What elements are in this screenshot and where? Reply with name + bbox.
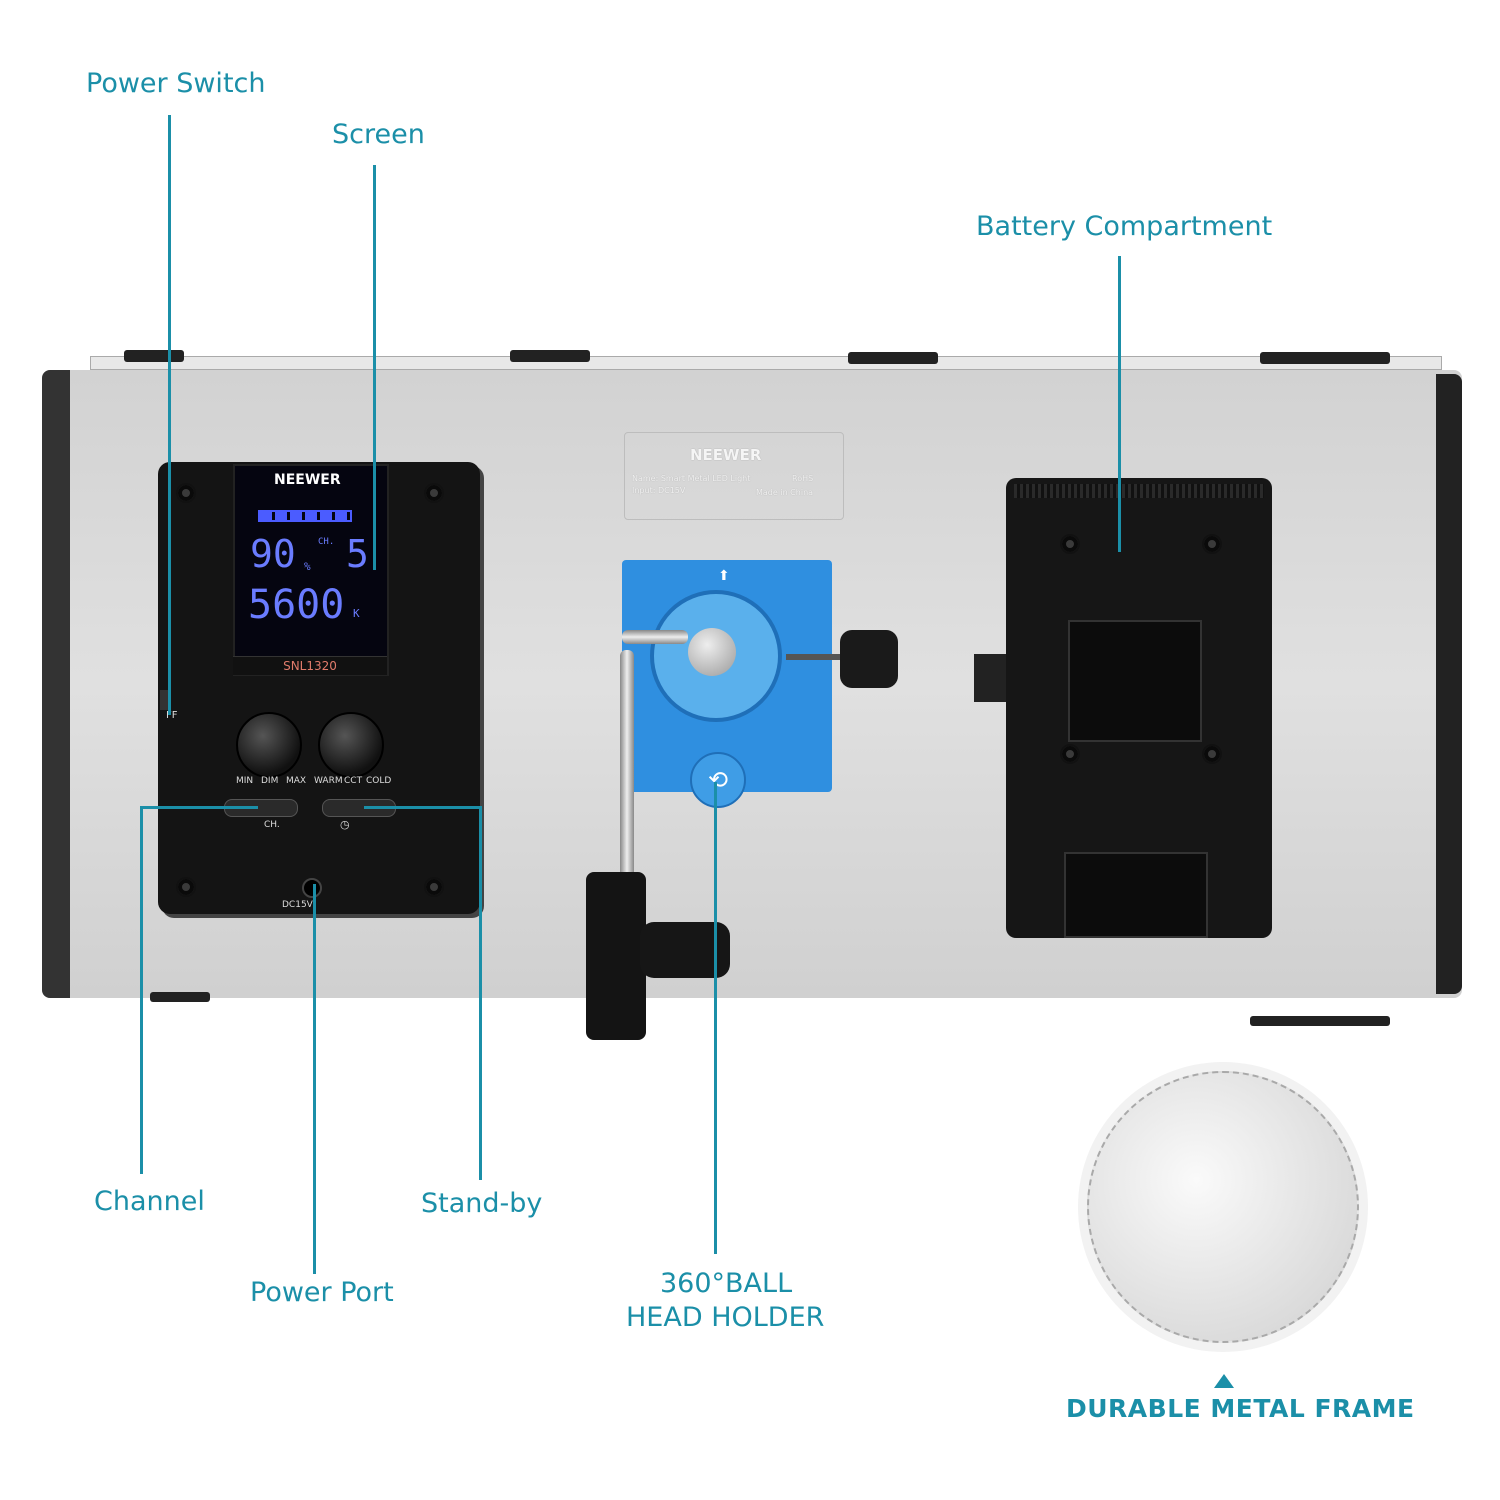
display-channel: 5 [346,532,369,576]
power-port[interactable] [302,878,322,898]
v-mount-slot [1068,620,1202,742]
lcd-screen [233,464,389,676]
knob2-cold-label: COLD [366,776,392,786]
triangle-up-icon [1214,1374,1234,1388]
screen-callout: Screen [332,119,425,150]
power-switch[interactable] [160,690,170,710]
power-switch-callout: Power Switch [86,68,266,99]
screw [1060,534,1080,554]
switch-label: FF [166,710,178,721]
ball-head-callout-line2: HEAD HOLDER [626,1302,825,1333]
battery-level-bar [258,510,352,522]
knob1-min-label: MIN [236,776,254,786]
panel-clip [124,350,184,362]
ball-head-callout-line1: 360°BALL [660,1268,793,1299]
standby-leader-h [364,806,482,809]
display-temperature-unit: K [353,607,360,620]
knob1-dim-label: DIM [261,776,279,786]
screen-leader [373,165,376,570]
screw [1202,534,1222,554]
panel-clip [510,350,590,362]
panel-clip [1260,352,1390,364]
screw [176,483,196,503]
screw [424,483,444,503]
display-channel-label: CH. [318,537,335,547]
display-brightness-unit: % [304,560,311,573]
stand-adapter [586,872,646,1040]
lock-knob[interactable] [840,630,898,688]
panel-top-rim [90,356,1442,370]
screw [176,877,196,897]
plate-line2: Input: DC15V [632,486,686,495]
channel-button-label: CH. [264,820,280,830]
ball-head [688,628,736,676]
mount-rod-arm [622,630,688,644]
panel-clip [1250,1016,1390,1026]
battery-leader [1118,256,1121,552]
plate-rohs: RoHS [792,474,814,483]
screw [1202,744,1222,764]
device-brand: NEEWER [274,472,341,488]
battery-compartment-callout: Battery Compartment [976,211,1273,242]
mount-rod [620,650,634,880]
dimmer-knob[interactable] [236,712,302,778]
cct-knob[interactable] [318,712,384,778]
knob2-warm-label: WARM [314,776,343,786]
ball-head-leader [714,782,717,1254]
plate-line1: Name: Smart Metal LED Light [632,474,751,483]
channel-callout: Channel [94,1186,205,1217]
battery-ridges [1014,484,1264,498]
screw [1060,744,1080,764]
metal-texture-zoom [1087,1071,1359,1343]
power-port-callout: Power Port [250,1277,394,1308]
screw [424,877,444,897]
panel-right-edge [1436,374,1462,994]
channel-leader-h [140,806,258,809]
clock-icon: ◷ [340,818,350,831]
arrow-up-icon: ⬆ [718,568,730,584]
port-label: DC15V [282,900,313,910]
knob1-max-label: MAX [286,776,307,786]
channel-leader [140,806,143,1174]
standby-callout: Stand-by [421,1188,543,1219]
plate-made-in: Made in China [756,488,814,497]
panel-clip [150,992,210,1002]
knob2-cct-label: CCT [344,776,363,786]
v-mount-latch[interactable] [1064,852,1208,938]
power-port-leader [313,884,316,1274]
plate-brand: NEEWER [690,446,762,464]
panel-left-edge [42,370,70,998]
standby-leader [479,806,482,1180]
display-temperature: 5600 [248,582,345,628]
lock-screw [786,654,846,660]
label-plate [624,432,844,520]
panel-clip [848,352,938,364]
power-switch-leader [168,115,171,715]
durable-frame-caption: DURABLE METAL FRAME [1066,1394,1415,1423]
display-brightness: 90 [250,532,296,576]
rotate-knob-icon[interactable]: ⟲ [690,752,746,808]
model-label: SNL1320 [233,656,387,675]
battery-side-tab [974,654,1006,702]
